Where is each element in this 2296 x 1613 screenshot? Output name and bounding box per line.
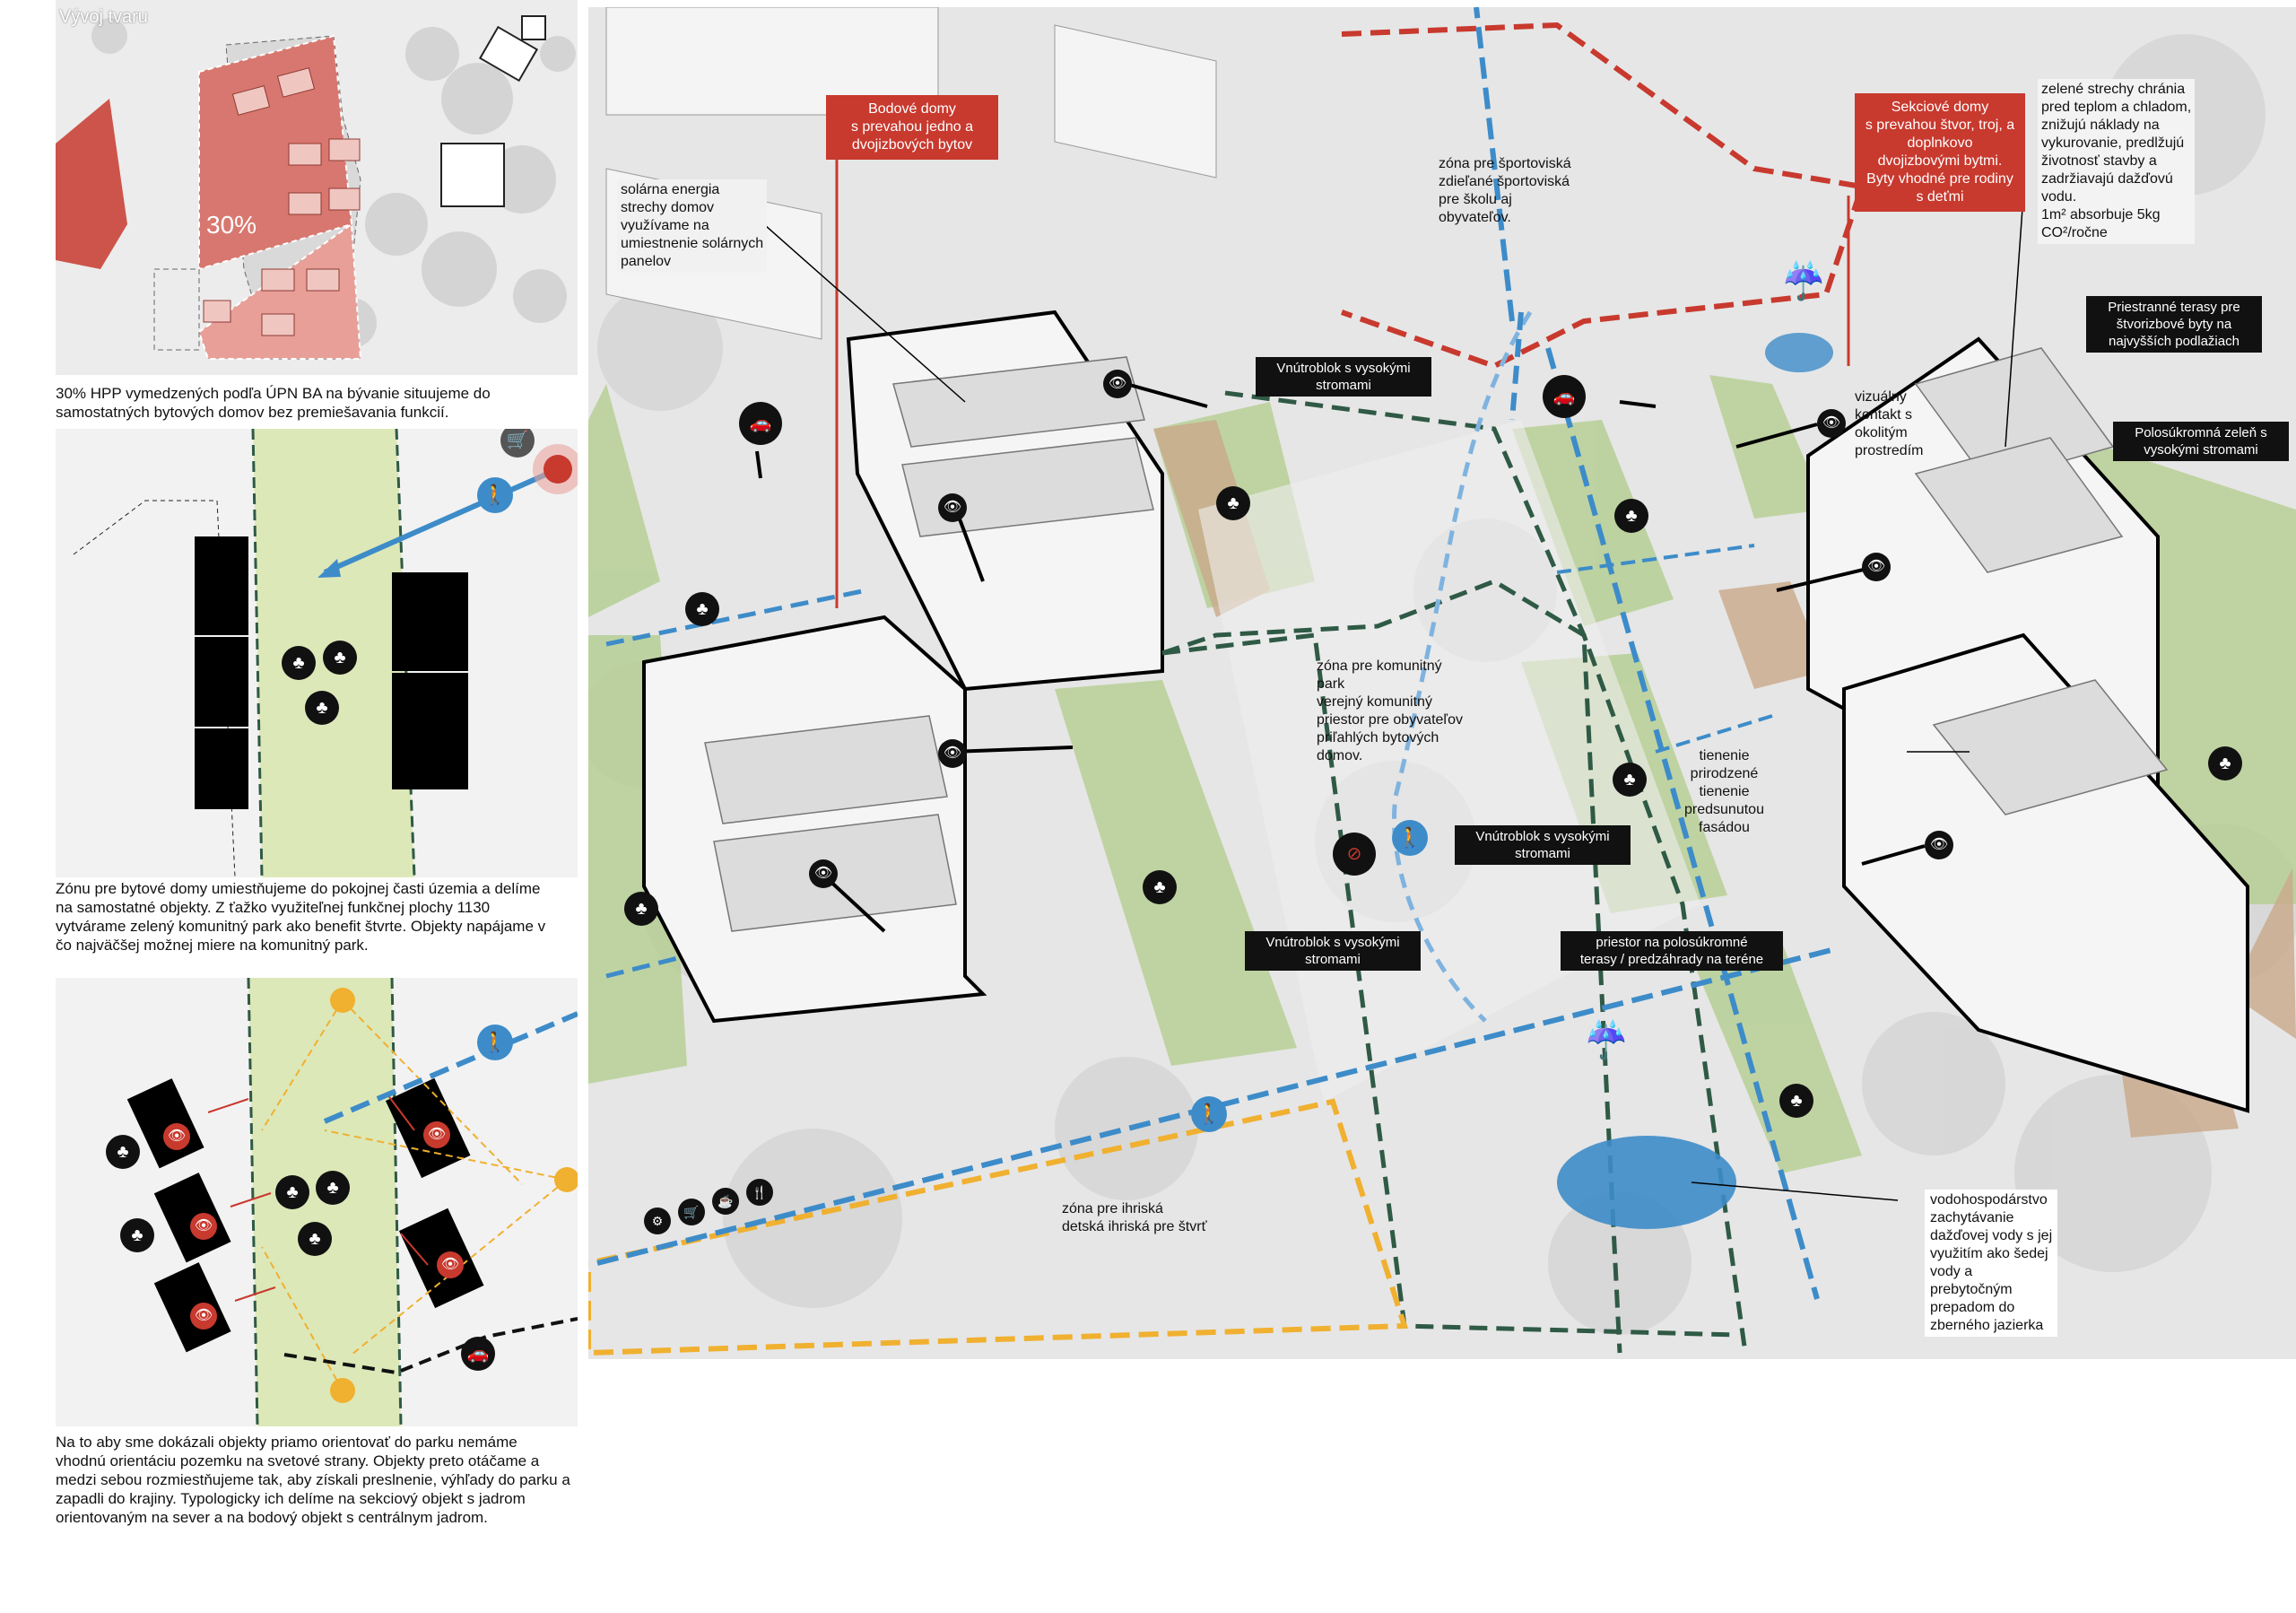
shopping-cart-icon: 🛒 bbox=[500, 429, 535, 458]
no-car-icon: ⊘ bbox=[1333, 833, 1376, 876]
shape-evolution-drawing bbox=[56, 15, 576, 360]
semi-private-green-tag: Polosúkromná zeleň s vysokými stromami bbox=[2113, 422, 2289, 461]
inner-block-tag-middle: Vnútroblok s vysokými stromami bbox=[1455, 825, 1631, 865]
tree-icon: ♣ bbox=[323, 641, 357, 675]
tree-icon: ♣ bbox=[120, 1218, 154, 1252]
sports-zone-label: zóna pre športoviská zdieľané športovisk… bbox=[1439, 156, 1571, 225]
pedestrian-icon: 🚶 bbox=[477, 1024, 513, 1060]
eye-icon: 👁 bbox=[437, 1251, 464, 1278]
eye-icon: 👁 bbox=[163, 1123, 190, 1150]
tree-icon: ♣ bbox=[1613, 763, 1647, 797]
zoning-panel: 🛒 🚶 ♣ ♣ ♣ bbox=[56, 429, 578, 877]
eye-icon: 👁 bbox=[190, 1213, 217, 1240]
shopping-cart-icon: 🛒 bbox=[678, 1199, 705, 1225]
orientation-drawing bbox=[126, 978, 578, 1426]
eye-icon: 👁 bbox=[423, 1121, 450, 1148]
tree-icon: ♣ bbox=[685, 592, 719, 626]
car-icon: 🚗 bbox=[1543, 375, 1586, 418]
eye-icon: 👁 bbox=[1925, 831, 1953, 859]
eye-icon: 👁 bbox=[1817, 409, 1846, 438]
playground-icon: ⚙ bbox=[644, 1208, 671, 1234]
percent-label: 30% bbox=[206, 211, 257, 239]
water-management-label: vodohospodárstvo zachytávanie dažďovej v… bbox=[1925, 1190, 2058, 1337]
terraces-tag: Priestranné terasy pre štvorizbové byty … bbox=[2086, 296, 2262, 353]
caption-hpp: 30% HPP vymedzených podľa ÚPN BA na býva… bbox=[56, 385, 491, 421]
inner-block-tag-bottom: Vnútroblok s vysokými stromami bbox=[1245, 931, 1421, 971]
caption-orientation: Na to aby sme dokázali objekty priamo or… bbox=[56, 1434, 570, 1526]
tree-icon: ♣ bbox=[624, 892, 658, 926]
tree-icon: ♣ bbox=[316, 1171, 350, 1205]
cloud-rain-icon: ☔ bbox=[1781, 262, 1826, 301]
visual-contact-label: vizuálny kontakt s okolitým prostredím bbox=[1855, 389, 1924, 458]
cafe-icon: ☕ bbox=[712, 1188, 739, 1215]
eye-icon: 👁 bbox=[1103, 370, 1132, 398]
site-axonometry: Bodové domy s prevahou jedno a dvojizbov… bbox=[588, 7, 2296, 1359]
inner-block-tag-top: Vnútroblok s vysokými stromami bbox=[1256, 357, 1431, 397]
restaurant-icon: 🍴 bbox=[746, 1179, 773, 1206]
green-roofs-label: zelené strechy chránia pred teplom a chl… bbox=[2038, 79, 2196, 244]
tree-icon: ♣ bbox=[275, 1175, 309, 1209]
shading-label: tienenie prirodzené tienenie predsunutou… bbox=[1684, 748, 1764, 835]
section-houses-tag: Sekciové domy s prevahou štvor, troj, a … bbox=[1855, 93, 2025, 212]
tree-icon: ♣ bbox=[1143, 870, 1177, 904]
tree-icon: ♣ bbox=[305, 691, 339, 725]
shape-evolution-panel: Vývoj tvaru 30% bbox=[56, 0, 578, 375]
eye-icon: 👁 bbox=[938, 493, 967, 522]
semi-private-terraces-tag: priestor na polosúkromné terasy / predzá… bbox=[1561, 931, 1783, 971]
car-icon: 🚗 bbox=[739, 402, 782, 445]
pedestrian-icon: 🚶 bbox=[1392, 820, 1428, 856]
eye-icon: 👁 bbox=[938, 739, 967, 768]
eye-icon: 👁 bbox=[809, 859, 838, 888]
tree-icon: ♣ bbox=[282, 646, 316, 680]
tree-icon: ♣ bbox=[1216, 486, 1250, 520]
point-houses-tag: Bodové domy s prevahou jedno a dvojizbov… bbox=[826, 95, 998, 160]
panel-title: Vývoj tvaru bbox=[59, 7, 148, 27]
tree-icon: ♣ bbox=[2208, 746, 2242, 780]
orientation-panel: 👁 👁 👁 👁 👁 ♣ ♣ ♣ ♣ ♣ 🚶 🚗 bbox=[56, 978, 578, 1426]
pedestrian-icon: 🚶 bbox=[1191, 1096, 1227, 1132]
tree-icon: ♣ bbox=[1779, 1084, 1813, 1118]
eye-icon: 👁 bbox=[190, 1303, 217, 1330]
playground-zone-label: zóna pre ihriská detská ihriská pre štvr… bbox=[1062, 1201, 1207, 1234]
community-park-label: zóna pre komunitný park verejný komunitn… bbox=[1317, 658, 1463, 763]
tree-icon: ♣ bbox=[106, 1135, 140, 1169]
caption-zoning: Zónu pre bytové domy umiestňujeme do pok… bbox=[56, 880, 546, 954]
tree-icon: ♣ bbox=[1614, 499, 1648, 533]
cloud-rain-icon: ☔ bbox=[1584, 1021, 1629, 1060]
car-icon: 🚗 bbox=[461, 1337, 495, 1371]
tree-icon: ♣ bbox=[298, 1222, 332, 1256]
solar-energy-label: solárna energia strechy domov využívame … bbox=[617, 179, 768, 273]
pedestrian-icon: 🚶 bbox=[477, 477, 513, 513]
eye-icon: 👁 bbox=[1862, 553, 1891, 581]
